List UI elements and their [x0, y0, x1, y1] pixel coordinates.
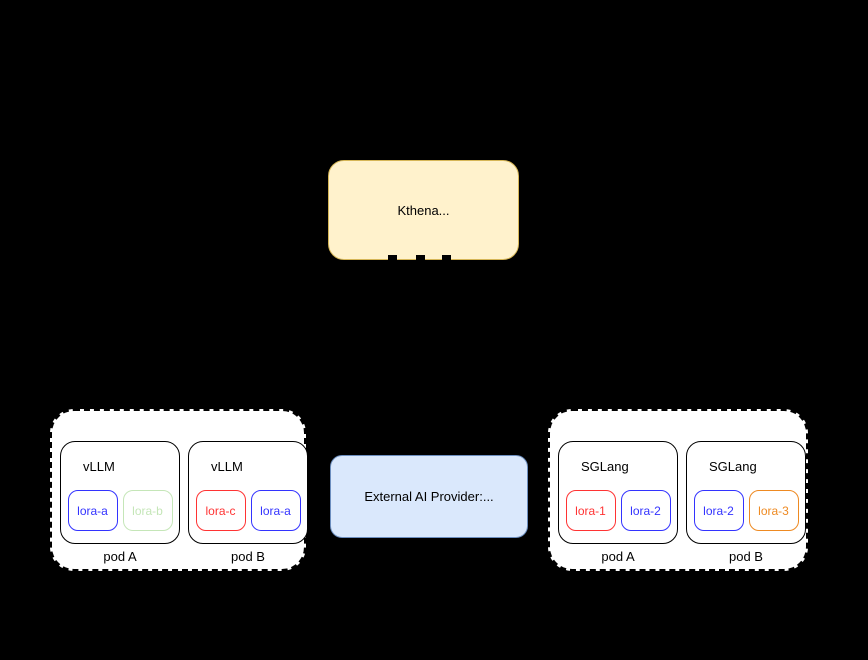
connector-stub: [416, 255, 425, 260]
adapter-chip-row: lora-a lora-b: [61, 490, 179, 531]
pod-box-sglang-b: SGLang lora-2 lora-3: [686, 441, 806, 544]
engine-label: vLLM: [211, 459, 243, 474]
pod-box-vllm-a: vLLM lora-a lora-b: [60, 441, 180, 544]
pod-label: pod A: [103, 549, 137, 564]
pod-box-vllm-b: vLLM lora-c lora-a: [188, 441, 308, 544]
lora-chip: lora-b: [122, 490, 173, 531]
lora-chip: lora-a: [67, 490, 118, 531]
engine-label: SGLang: [709, 459, 757, 474]
pod-box-sglang-a: SGLang lora-1 lora-2: [558, 441, 678, 544]
adapter-chip-row: lora-c lora-a: [189, 490, 307, 531]
sglang-cluster-box: SGLang lora-1 lora-2 SGLang lora-2 lora-…: [548, 409, 808, 571]
connector-stub: [442, 255, 451, 260]
external-ai-provider-node: External AI Provider:...: [330, 455, 528, 538]
adapter-chip-row: lora-1 lora-2: [559, 490, 677, 531]
connector-stub: [388, 255, 397, 260]
lora-chip: lora-c: [195, 490, 246, 531]
pod-label: pod B: [231, 549, 265, 564]
vllm-cluster-box: vLLM lora-a lora-b vLLM lora-c lora-a po…: [50, 409, 308, 571]
adapter-chip-row: lora-2 lora-3: [687, 490, 805, 531]
engine-label: vLLM: [83, 459, 115, 474]
lora-chip: lora-2: [620, 490, 671, 531]
lora-chip: lora-a: [250, 490, 301, 531]
kthena-label: Kthena...: [397, 202, 450, 218]
engine-label: SGLang: [581, 459, 629, 474]
lora-chip: lora-1: [565, 490, 616, 531]
lora-chip: lora-2: [693, 490, 744, 531]
external-ai-provider-label: External AI Provider:...: [364, 489, 494, 504]
lora-chip: lora-3: [748, 490, 799, 531]
pod-label: pod B: [729, 549, 763, 564]
kthena-node: Kthena...: [328, 160, 519, 260]
pod-label: pod A: [601, 549, 635, 564]
